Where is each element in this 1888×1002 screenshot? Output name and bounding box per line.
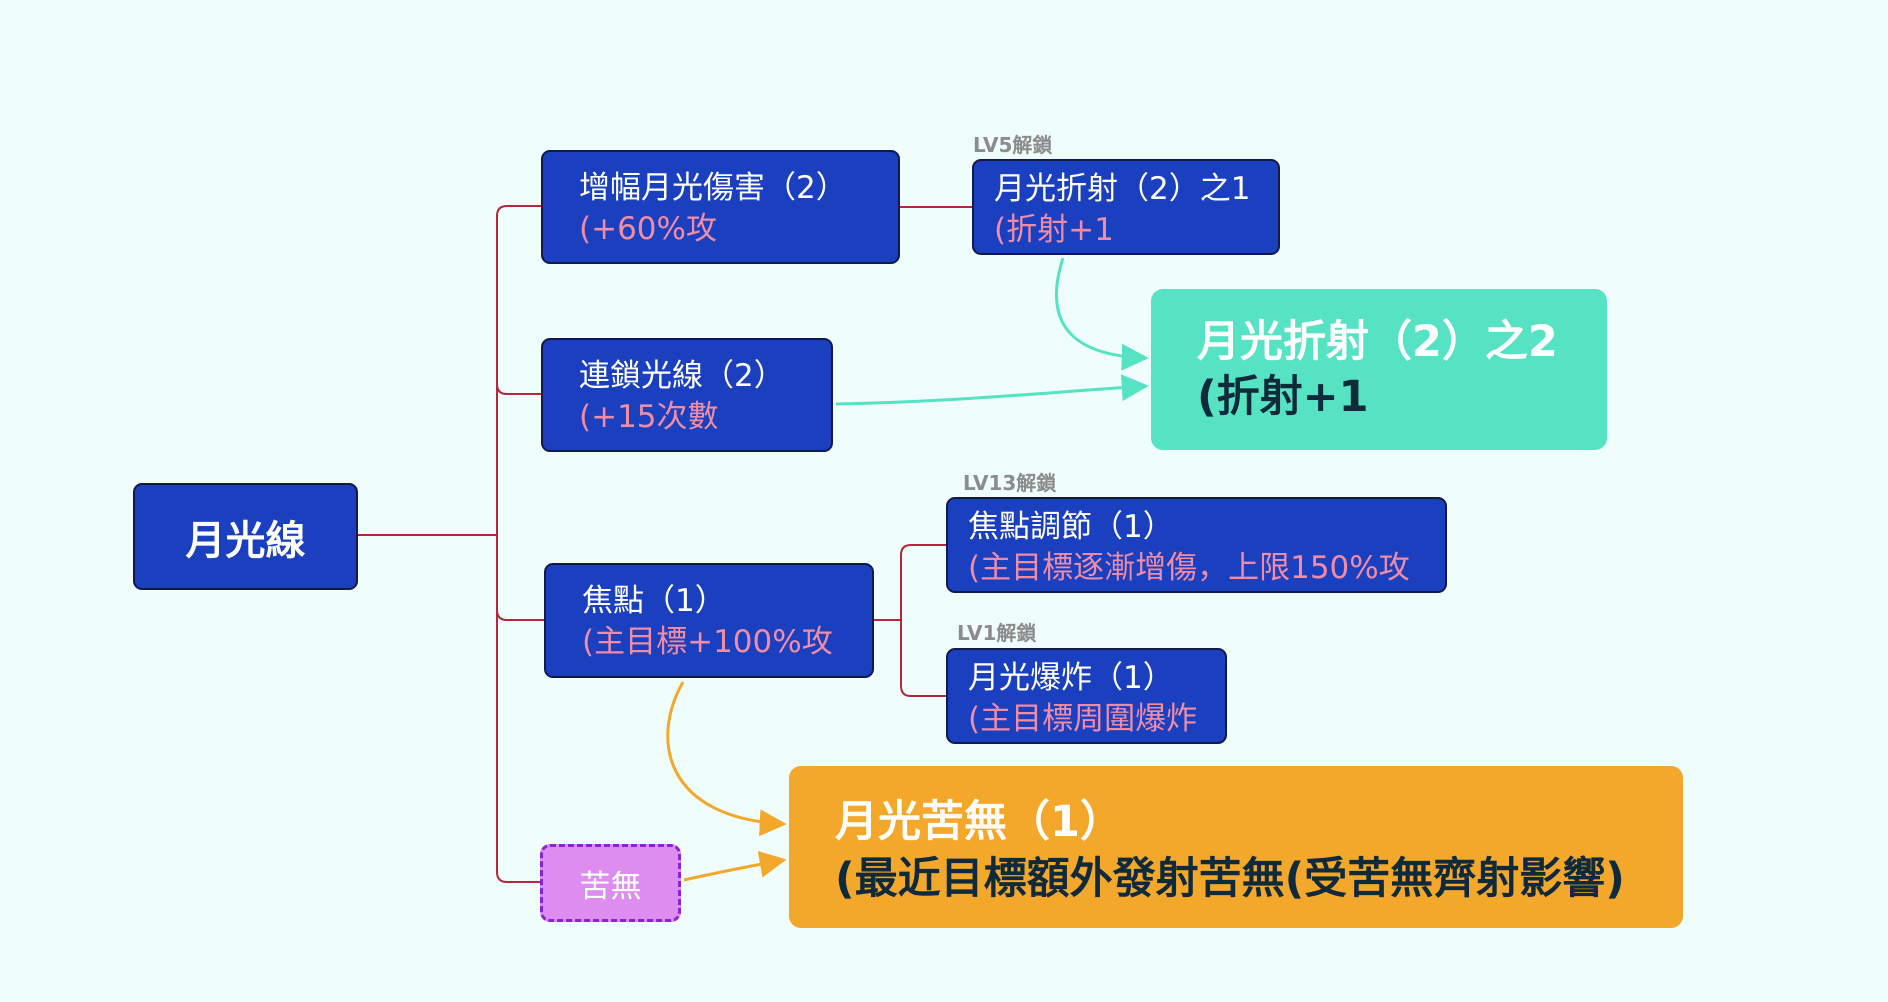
node-focus-adjust: 焦點調節（1） (主目標逐漸增傷，上限150%攻 xyxy=(946,497,1447,593)
node-title: 焦點調節（1） xyxy=(968,509,1174,545)
node-detail: (折射+1 xyxy=(994,212,1114,248)
node-detail: (+60%攻 xyxy=(579,211,717,247)
node-kunai: 苦無 xyxy=(540,844,681,922)
node-refract-2: 月光折射（2）之2 (折射+1 xyxy=(1151,289,1607,450)
node-focus: 焦點（1） (主目標+100%攻 xyxy=(544,563,874,678)
arrow-focus-to-moon-kunai xyxy=(666,681,787,837)
node-detail: (折射+1 xyxy=(1197,372,1369,422)
node-label: 苦無 xyxy=(579,868,642,905)
node-title: 增幅月光傷害（2） xyxy=(579,170,847,206)
arrow-refract1-to-refract2 xyxy=(1055,257,1149,371)
arrow-kunai-to-moon-kunai xyxy=(683,850,787,882)
node-amplify-damage: 增幅月光傷害（2） (+60%攻 xyxy=(541,150,900,264)
node-chain-beam: 連鎖光線（2） (+15次數 xyxy=(541,338,833,452)
node-moon-burst: 月光爆炸（1） (主目標周圍爆炸 xyxy=(946,648,1227,744)
node-detail: (主目標+100%攻 xyxy=(582,624,833,660)
arrow-chain-to-refract2 xyxy=(835,374,1149,406)
fork-vertical-line xyxy=(900,544,912,697)
root-label: 月光線 xyxy=(185,517,306,564)
node-title: 月光折射（2）之2 xyxy=(1197,317,1558,367)
node-title: 月光苦無（1） xyxy=(835,797,1123,847)
node-refract-1: 月光折射（2）之1 (折射+1 xyxy=(972,159,1280,255)
root-node: 月光線 xyxy=(133,483,358,590)
node-moon-kunai: 月光苦無（1） (最近目標額外發射苦無(受苦無齊射影響) xyxy=(789,766,1683,928)
unlock-label-lv1: LV1解鎖 xyxy=(957,621,1037,645)
node-detail: (主目標逐漸增傷，上限150%攻 xyxy=(968,550,1410,586)
node-detail: (+15次數 xyxy=(579,399,719,435)
node-title: 月光爆炸（1） xyxy=(968,660,1174,696)
unlock-label-lv13: LV13解鎖 xyxy=(963,471,1057,495)
node-title: 連鎖光線（2） xyxy=(579,358,785,394)
unlock-label-lv5: LV5解鎖 xyxy=(973,133,1053,157)
node-title: 月光折射（2）之1 xyxy=(994,171,1251,207)
node-detail: (主目標周圍爆炸 xyxy=(968,701,1198,737)
branch-line-chain xyxy=(496,383,541,395)
node-title: 焦點（1） xyxy=(582,583,726,619)
trunk-line xyxy=(496,205,508,883)
node-detail: (最近目標額外發射苦無(受苦無齊射影響) xyxy=(835,854,1625,904)
branch-line-focus xyxy=(496,609,544,621)
